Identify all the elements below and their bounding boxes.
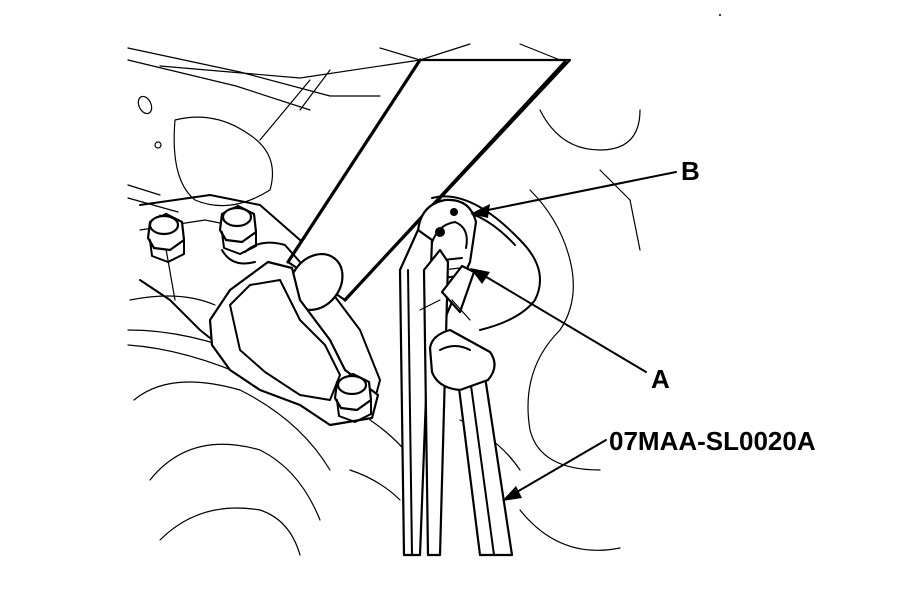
leader-line-b [470,171,677,218]
leader-line-tool [502,439,607,501]
callout-label-b: B [681,156,700,186]
special-tool [398,228,514,557]
mounting-bolt-lower [333,372,373,423]
leader-line-a [470,268,647,373]
callout-label-a: A [651,364,670,394]
mounting-bolt-left [146,212,186,263]
tool-part-number-label: 07MAA-SL0020A [609,426,816,456]
mounting-bolt-center [218,204,258,255]
stabilizer-bar [259,58,572,311]
